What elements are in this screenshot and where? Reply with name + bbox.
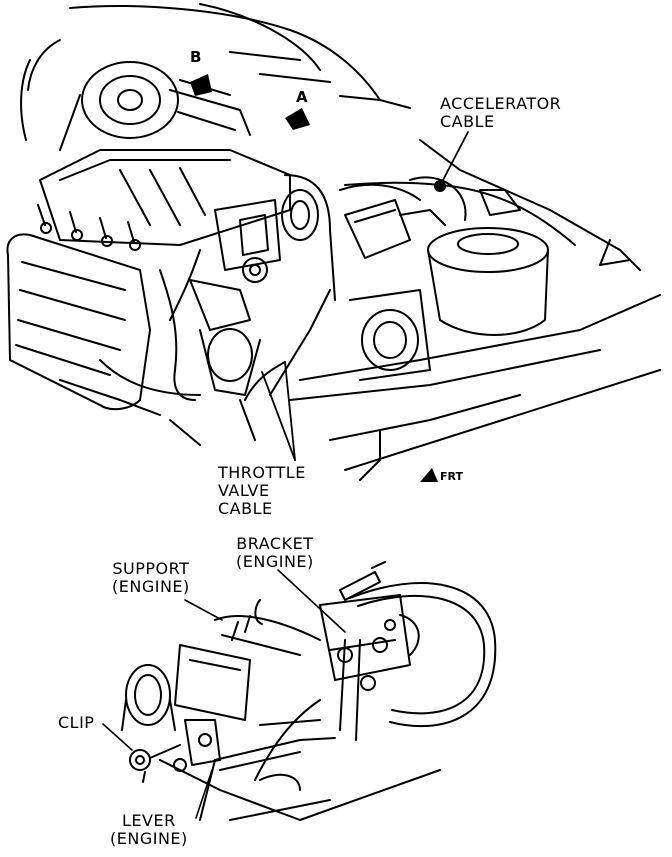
engine-block <box>6 61 661 481</box>
accelerator-cable <box>344 131 576 246</box>
throttle-valve-cable <box>244 361 296 461</box>
marker-b-label: B <box>190 48 202 66</box>
bracket-engine-line-1: BRACKET <box>236 534 314 553</box>
marker-a-arrow <box>285 108 310 130</box>
marker-b-arrow <box>190 74 212 96</box>
lever-engine-line-1: LEVER <box>122 811 176 830</box>
accelerator-cable-label: ACCELERATOR CABLE <box>440 95 561 131</box>
front-arrow-icon <box>420 468 438 482</box>
lever-engine-line-2: (ENGINE) <box>110 829 188 848</box>
bracket-detail <box>121 561 497 821</box>
throttle-valve-cable-line-2: VALVE <box>218 481 270 500</box>
accelerator-cable-line-2: CABLE <box>440 112 495 131</box>
support-engine-line-2: (ENGINE) <box>112 577 190 596</box>
support-engine-label: SUPPORT (ENGINE) <box>112 560 190 596</box>
support-engine-line-1: SUPPORT <box>112 559 190 578</box>
accelerator-cable-line-1: ACCELERATOR <box>440 94 562 113</box>
marker-a-label: A <box>296 88 309 106</box>
front-label: FRT <box>440 470 463 483</box>
throttle-valve-cable-label: THROTTLE VALVE CABLE <box>218 464 306 518</box>
bracket-engine-label: BRACKET (ENGINE) <box>236 535 314 571</box>
bracket-engine-line-2: (ENGINE) <box>236 552 314 571</box>
detail-leader-lines <box>102 569 346 819</box>
throttle-valve-cable-line-1: THROTTLE <box>218 463 306 482</box>
throttle-valve-cable-line-3: CABLE <box>218 499 273 518</box>
lever-engine-label: LEVER (ENGINE) <box>110 812 188 848</box>
clip-label: CLIP <box>58 713 95 732</box>
hood-outline <box>20 3 411 141</box>
